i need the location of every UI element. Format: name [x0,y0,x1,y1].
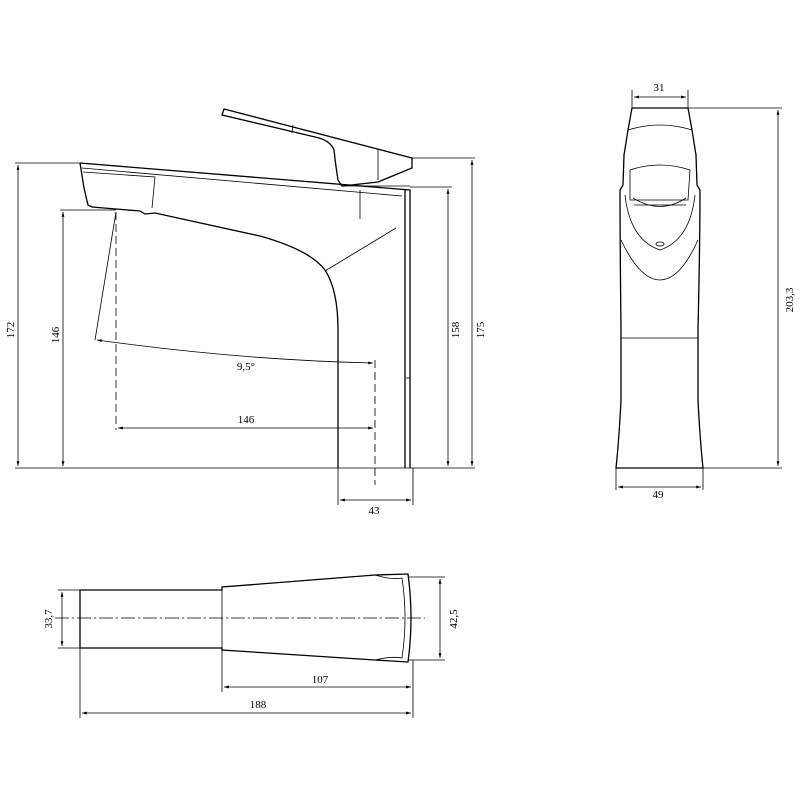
dimension-lines [615,90,782,490]
dimension-lines [15,157,475,505]
faucet-side-outline [79,108,413,468]
dim-spout-width: 33,7 [43,609,55,629]
dim-reach: 146 [238,414,255,426]
top-view: 33,7 42,5 107 188 [43,573,460,718]
dim-body-length: 107 [312,674,329,686]
faucet-front-outline [615,107,704,469]
dim-angle: 9,5° [237,361,255,373]
dim-body-height: 158 [450,321,462,338]
dim-top-width: 31 [654,82,665,94]
faucet-top-outline [55,573,425,663]
dim-spout-height: 146 [50,326,62,343]
dimension-lines [58,576,445,718]
dim-total-height: 203,3 [784,287,796,312]
dim-lever-height: 175 [475,321,487,338]
side-view: 172 146 9,5° 146 43 158 175 [5,108,487,517]
dim-base-depth: 43 [369,505,381,517]
dim-height-total: 172 [5,322,17,339]
dim-body-width: 42,5 [448,609,460,629]
front-view: 31 203,3 49 [615,82,796,501]
dim-base-width: 49 [653,489,665,501]
dim-total-length: 188 [250,699,267,711]
